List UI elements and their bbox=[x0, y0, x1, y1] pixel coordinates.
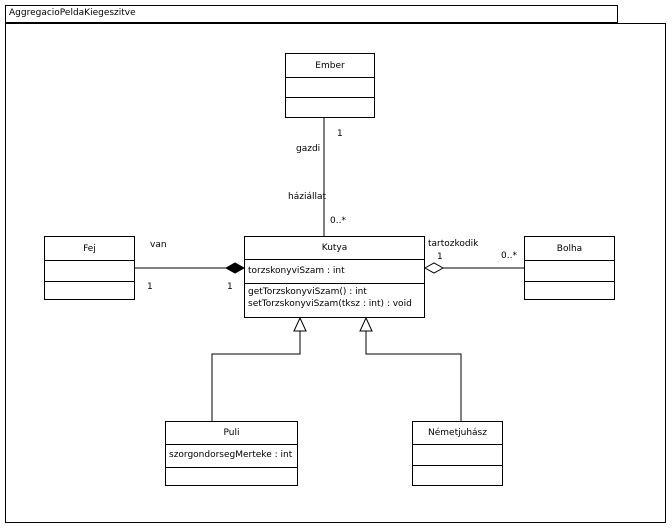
fej-kutya-mult-right: 1 bbox=[227, 282, 233, 292]
ember-kutya-mult-top: 1 bbox=[337, 129, 343, 139]
class-kutya-operations: getTorzskonyviSzam() : int setTorzskonyv… bbox=[245, 284, 424, 317]
class-kutya-operation: setTorzskonyviSzam(tksz : int) : void bbox=[248, 299, 412, 309]
class-fej-name: Fej bbox=[45, 237, 134, 261]
aggregation-diamond-icon bbox=[423, 262, 445, 274]
package-name: AggregacioPeldaKiegeszitve bbox=[9, 8, 136, 18]
class-bolha-attributes bbox=[525, 261, 614, 282]
composition-diamond-icon bbox=[224, 262, 246, 274]
kutya-bolha-mult-left: 1 bbox=[437, 252, 443, 262]
class-ember-operations bbox=[286, 98, 374, 117]
class-bolha-name: Bolha bbox=[525, 237, 614, 261]
class-kutya-attributes: torzskonyviSzam : int bbox=[245, 260, 424, 284]
puli-generalization-arrow-icon bbox=[293, 316, 307, 332]
nemetjuhasz-generalization-line[interactable] bbox=[365, 331, 462, 421]
class-ember[interactable]: Ember bbox=[285, 53, 375, 118]
class-nemetjuhasz-attributes bbox=[413, 445, 502, 466]
nemetjuhasz-generalization-arrow-icon bbox=[359, 316, 373, 332]
class-nemetjuhasz[interactable]: Németjuhász bbox=[412, 421, 503, 486]
package-tab: AggregacioPeldaKiegeszitve bbox=[5, 5, 618, 23]
kutya-bolha-name: tartozkodik bbox=[428, 239, 479, 249]
class-puli-operations bbox=[166, 468, 297, 485]
ember-kutya-role-top: gazdi bbox=[296, 144, 321, 154]
class-puli-name: Puli bbox=[166, 422, 297, 445]
class-ember-attributes bbox=[286, 78, 374, 98]
ember-kutya-role-bottom: háziállat bbox=[288, 192, 327, 202]
class-bolha[interactable]: Bolha bbox=[524, 236, 615, 300]
fej-kutya-mult-left: 1 bbox=[147, 282, 153, 292]
kutya-bolha-mult-right: 0..* bbox=[501, 251, 517, 261]
class-nemetjuhasz-name: Németjuhász bbox=[413, 422, 502, 445]
class-kutya[interactable]: Kutya torzskonyviSzam : int getTorzskony… bbox=[244, 236, 425, 318]
class-fej[interactable]: Fej bbox=[44, 236, 135, 300]
fej-kutya-name: van bbox=[150, 240, 167, 250]
puli-generalization-line[interactable] bbox=[211, 331, 301, 421]
class-kutya-name: Kutya bbox=[245, 237, 424, 260]
class-fej-operations bbox=[45, 282, 134, 299]
ember-kutya-mult-bottom: 0..* bbox=[330, 216, 346, 226]
class-bolha-operations bbox=[525, 282, 614, 299]
class-puli-attributes: szorgondorsegMerteke : int bbox=[166, 445, 297, 468]
class-kutya-attribute: torzskonyviSzam : int bbox=[248, 266, 345, 276]
class-puli-attribute: szorgondorsegMerteke : int bbox=[169, 450, 293, 460]
class-kutya-operation: getTorzskonyviSzam() : int bbox=[248, 287, 367, 297]
class-puli[interactable]: Puli szorgondorsegMerteke : int bbox=[165, 421, 298, 486]
class-fej-attributes bbox=[45, 261, 134, 282]
class-nemetjuhasz-operations bbox=[413, 466, 502, 485]
class-ember-name: Ember bbox=[286, 54, 374, 78]
